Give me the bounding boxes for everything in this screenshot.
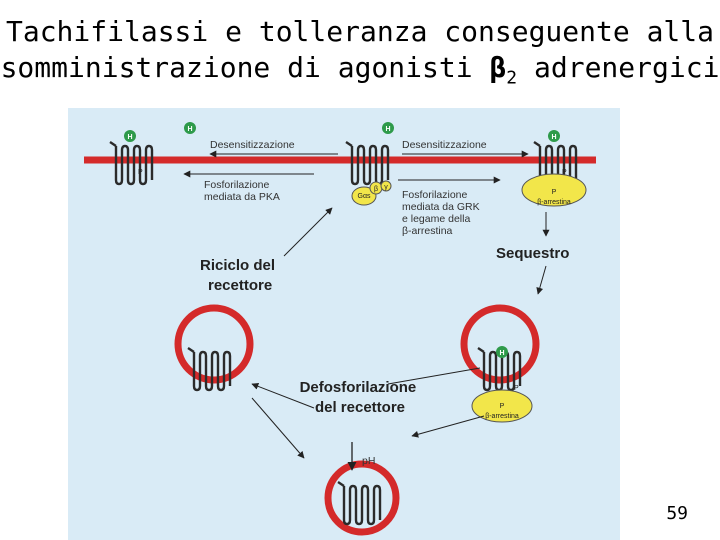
endosome-left <box>174 304 254 384</box>
recycling-arrow <box>283 207 333 257</box>
page-number: 59 <box>666 503 688 524</box>
title-beta: β <box>489 51 507 84</box>
title-line-2: somministrazione di agonisti β2 adrenerg… <box>0 50 720 97</box>
recycling-label: Riciclo del recettore <box>200 257 279 294</box>
svg-text:P: P <box>552 189 557 196</box>
svg-text:H: H <box>187 126 192 133</box>
arrestin-bottom: P P β-arrestina <box>471 385 533 423</box>
svg-text:H: H <box>551 134 556 141</box>
svg-text:H: H <box>499 350 504 357</box>
slide-title: Tachifilassi e tolleranza conseguente al… <box>0 14 720 97</box>
agonist-badge-top-left: H <box>124 130 136 142</box>
endosome-bottom <box>324 460 400 536</box>
svg-text:Gαs: Gαs <box>358 193 371 200</box>
agonist-badge-free: H <box>184 122 196 134</box>
svg-text:β-arrestina: β-arrestina <box>537 199 571 206</box>
agonist-badge-top-right: H <box>548 130 560 142</box>
title-subscript: 2 <box>506 67 518 89</box>
title-line-2-suffix: adrenergici <box>517 51 720 84</box>
phospho-label-top-left: P <box>138 169 143 176</box>
dephosphorylation-label: Defosforilazione del recettore <box>300 379 421 416</box>
svg-text:H: H <box>385 126 390 133</box>
dephos-arrow-from-right <box>411 415 485 438</box>
title-line-2-prefix: somministrazione di agonisti <box>0 51 490 84</box>
ph-label: pH <box>362 455 375 467</box>
receptor-desensitization-diagram: H P H H Gαs β γ H P P β-arrestina Desens… <box>68 108 620 540</box>
svg-text:P: P <box>514 385 519 392</box>
svg-text:H: H <box>127 134 132 141</box>
acidification-arrow-left <box>251 397 305 459</box>
svg-text:β: β <box>374 186 378 193</box>
endosome-right <box>460 304 540 384</box>
grk-label: Fosforilazione mediata da GRK e legame d… <box>402 189 483 237</box>
agonist-badge-top-middle: H <box>382 122 394 134</box>
svg-text:β-arrestina: β-arrestina <box>485 413 519 420</box>
g-protein: Gαs β γ <box>351 180 392 206</box>
sequestration-label: Sequestro <box>496 245 569 262</box>
desensitization-label-left: Desensitizzazione <box>210 139 295 151</box>
pka-label: Fosforilazione mediata da PKA <box>204 179 280 203</box>
desensitization-label-right: Desensitizzazione <box>402 139 487 151</box>
svg-text:γ: γ <box>384 184 388 191</box>
title-line-1: Tachifilassi e tolleranza conseguente al… <box>5 15 714 48</box>
dephos-arrow-upper <box>387 367 481 385</box>
agonist-badge-endosome-right: H <box>496 346 508 358</box>
dephos-arrow-to-left <box>251 383 315 409</box>
svg-text:P: P <box>500 403 505 410</box>
arrestin-top: P P β-arrestina <box>521 169 587 207</box>
internalization-arrow <box>536 265 547 295</box>
svg-text:P: P <box>562 169 567 176</box>
